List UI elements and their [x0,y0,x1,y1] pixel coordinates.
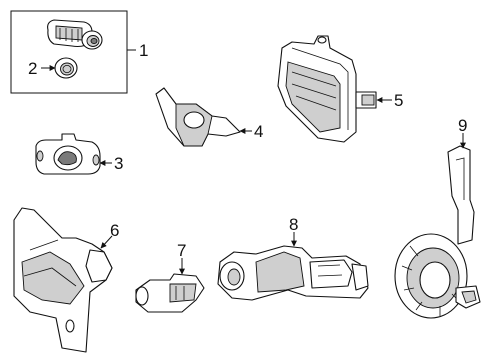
callout-7: 7 [177,241,186,260]
callout-6: 6 [110,221,119,240]
callout-3: 3 [114,154,123,173]
sensor-holder-part [155,87,252,147]
radar-module-part [277,35,392,143]
sensor-housing-part [217,232,369,301]
parking-sensor-part [47,19,103,50]
sensor-kit-group [10,10,136,94]
kit-frame [10,10,128,94]
callout-8: 8 [289,215,298,234]
mounting-bracket-part [13,207,113,353]
leader-6 [100,235,113,249]
callout-2: 2 [28,59,37,78]
callout-4: 4 [254,122,263,141]
callout-9: 9 [458,116,467,135]
connector-part [135,258,205,313]
sensor-bracket-part [35,133,112,175]
radar-sensor-part [394,133,481,319]
callout-5: 5 [394,91,403,110]
callout-1: 1 [139,41,148,60]
sensor-retainer-ring-part [54,57,78,79]
